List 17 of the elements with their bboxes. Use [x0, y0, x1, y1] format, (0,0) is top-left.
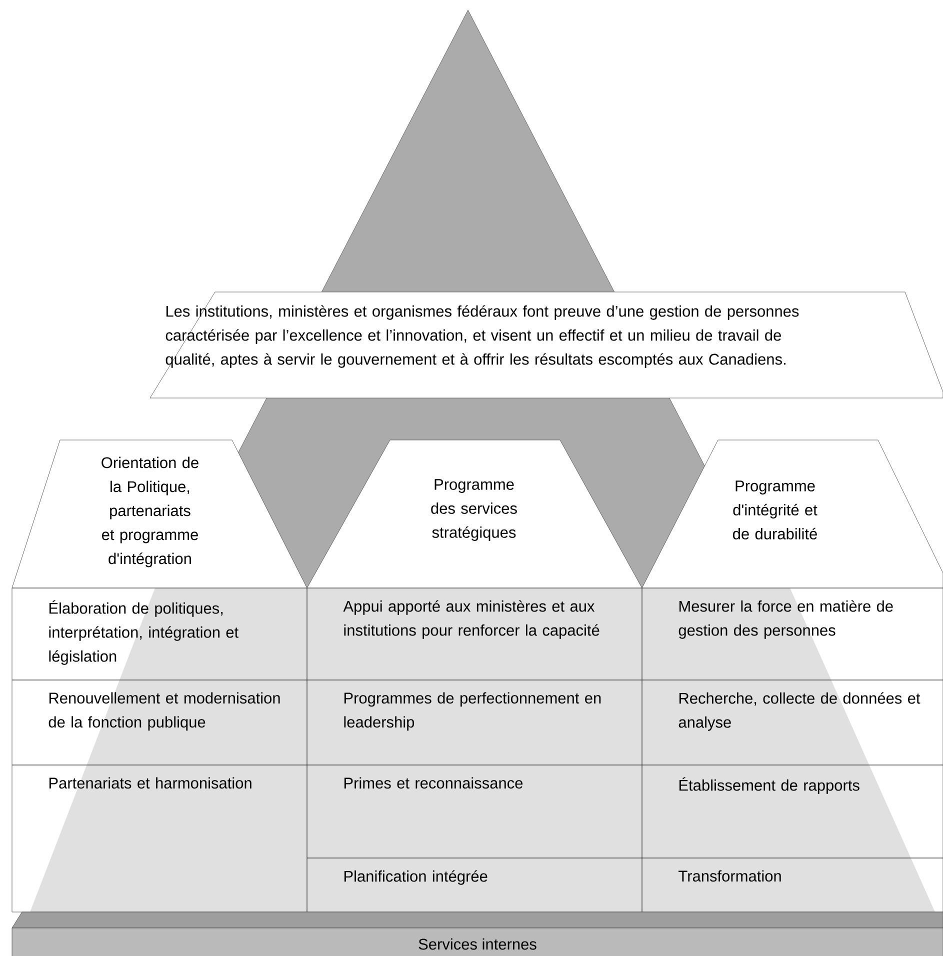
foundation-band: Services internes — [12, 912, 943, 956]
table-cell: Programmes de perfectionnement en leadership — [306, 680, 642, 766]
table-cell: Renouvellement et modernisation de la fonction publique — [12, 680, 308, 766]
table-cell: Recherche, collecte de données et analyse — [642, 680, 943, 766]
table-cell: Appui apporté aux ministères et aux institutions pour renforcer la capacité — [306, 588, 642, 680]
table-cell: Transformation — [642, 858, 943, 912]
table-cell: Primes et reconnaissance — [306, 764, 642, 858]
program-trapezoid: Orientation de la Politique, partenariats et programme d'intégration — [12, 440, 308, 588]
table-cell: Mesurer la force en matière de gestion des personnes — [642, 588, 943, 680]
program-trapezoid: Programme d'intégrité et de durabilité — [642, 440, 943, 588]
statement-band: Les institutions, ministères et organismes fédéraux font preuve d’une gestion de personnes caractérisée par l’excellence et l’innovation, et visent un effectif et un milieu de travail de qualité, aptes à servir le gouvernement et à offrir les résultats escomptés aux Canadiens. — [150, 292, 943, 398]
table-cell: Établissement de rapports — [642, 764, 943, 858]
program-trapezoid: Programme des services stratégiques — [306, 440, 642, 588]
table-cell: Élaboration de politiques, interprétation, intégration et législation — [12, 588, 308, 680]
table-cell: Planification intégrée — [306, 858, 642, 912]
table-cell: Partenariats et harmonisation — [12, 764, 308, 912]
node-label: Les institutions, ministères et organismes fédéraux font preuve d’une gestion de personnes caractérisée par l’excellence et l’innovation, et visent un effectif et un milieu de travail de qualité, aptes à servir le gouvernement et à offrir les résultats escomptés aux Canadiens. — [166, 305, 799, 368]
